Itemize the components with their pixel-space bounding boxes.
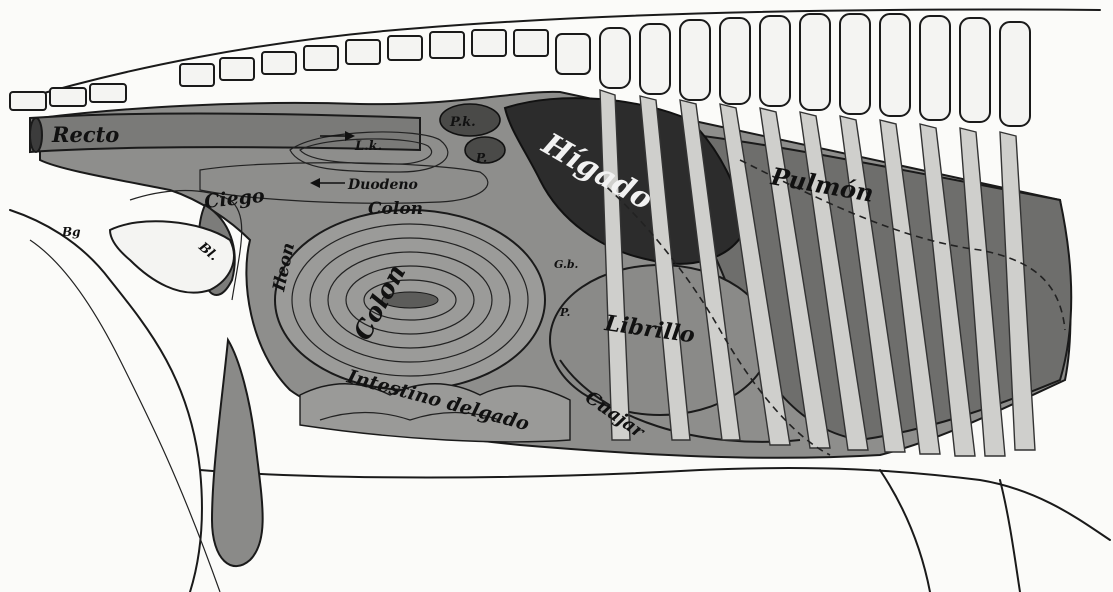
- penis-sheath: [212, 340, 263, 566]
- belly-outline: [200, 468, 1110, 540]
- label-duodeno: Duodeno: [347, 177, 418, 193]
- label-p-small: P.: [475, 151, 487, 165]
- coiled-colon: [275, 210, 545, 390]
- label-bg: Bg: [61, 225, 81, 239]
- label-p-lower: P.: [559, 306, 570, 319]
- label-pk: P.k.: [449, 115, 476, 130]
- label-gb: G.b.: [554, 258, 579, 271]
- fore-leg-outline: [880, 470, 1020, 592]
- label-recto: Recto: [51, 122, 119, 147]
- rectum-end: [30, 118, 42, 152]
- label-lk: L.k.: [354, 139, 382, 154]
- label-colon-top: Colon: [368, 199, 423, 219]
